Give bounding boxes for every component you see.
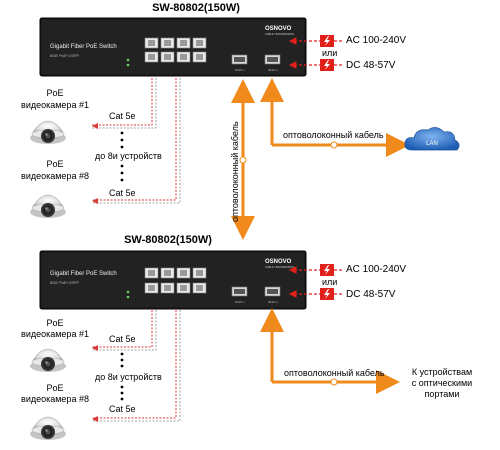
camera-icon: [29, 348, 67, 373]
power-2-ac: AC 100-240V: [346, 264, 406, 275]
power-1-ac: AC 100-240V: [346, 35, 406, 46]
switch-2-panel-sub: 8GE PoE+2SFP: [50, 280, 79, 285]
switch-2-brand-sub: CABLE TRANSMISSION: [265, 265, 294, 269]
camera-1b-label-line1: PoE: [46, 318, 63, 328]
ellipsis-dots: [120, 131, 124, 182]
power-2-dc: DC 48-57V: [346, 289, 396, 300]
switch-2-cat5e-cables: [92, 310, 181, 422]
cat5e-label: Cat 5e: [109, 334, 136, 344]
switch-2-brand: OSNOVO: [265, 259, 292, 265]
camera-8b-label-line2: видеокамера #8: [21, 394, 89, 404]
cat5e-label: Cat 5e: [109, 111, 136, 121]
switch-2-sfp2-label: SFP2 x: [268, 300, 278, 304]
power-1-or: или: [322, 48, 337, 58]
camera-1b-label-line2: видеокамера #1: [21, 329, 89, 339]
switch-1-sfp1-label: SFP1 x: [235, 68, 245, 72]
power-input-1: AC 100-240V или DC 48-57V: [288, 35, 406, 71]
fiber-vertical: [231, 79, 255, 240]
switch-1: Gigabit Fiber PoE Switch 8GE PoE+2SFP OS…: [39, 17, 307, 77]
camera-8-label-line2: видеокамера #8: [21, 171, 89, 181]
switch-2: Gigabit Fiber PoE Switch 8GE PoE+2SFP OS…: [39, 250, 307, 310]
fiber-vertical-label: оптоволоконный кабель: [230, 121, 240, 222]
dest-line3: портами: [425, 389, 460, 399]
camera-icon: [29, 120, 67, 145]
switch-1-brand-sub: CABLE TRANSMISSION: [265, 32, 294, 36]
power-bolt-icon: [320, 288, 334, 300]
switch-2-panel-title: Gigabit Fiber PoE Switch: [50, 271, 117, 277]
dest-line1: К устройствам: [412, 367, 472, 377]
switch-2-sfp1-label: SFP1 x: [235, 300, 245, 304]
power-input-2: AC 100-240V или DC 48-57V: [288, 264, 406, 300]
fiber-bottom-label: оптоволоконный кабель: [284, 368, 385, 378]
cat5e-label: Cat 5e: [109, 404, 136, 414]
switch-1-cat5e-cables: [92, 78, 181, 204]
power-1-dc: DC 48-57V: [346, 60, 396, 71]
power-bolt-icon: [320, 35, 334, 47]
fiber-to-lan: [260, 78, 410, 157]
camera-icon: [29, 194, 67, 219]
fiber-to-devices: [260, 308, 400, 394]
up-to-devices: до 8и устройств: [95, 151, 162, 161]
dest-line2: с оптическими: [412, 378, 472, 388]
power-2-or: или: [322, 277, 337, 287]
fiber-top-label: оптоволоконный кабель: [283, 130, 384, 140]
up-to-devices: до 8и устройств: [95, 372, 162, 382]
switch-1-model: SW-80802(150W): [152, 2, 240, 14]
camera-1-label-line2: видеокамера #1: [21, 100, 89, 110]
switch-1-panel-title: Gigabit Fiber PoE Switch: [50, 44, 117, 50]
power-bolt-icon: [320, 59, 334, 71]
camera-icon: [29, 416, 67, 441]
power-bolt-icon: [320, 264, 334, 276]
camera-1-label-line1: PoE: [46, 88, 63, 98]
switch-1-sfp2-label: SFP2 x: [268, 68, 278, 72]
camera-8-label-line1: PoE: [46, 159, 63, 169]
switch-1-panel-sub: 8GE PoE+2SFP: [50, 53, 79, 58]
switch-2-model: SW-80802(150W): [124, 234, 212, 246]
switch-1-brand: OSNOVO: [265, 26, 292, 32]
ellipsis-dots: [120, 352, 124, 401]
cat5e-label: Cat 5e: [109, 188, 136, 198]
lan-label: LAN: [426, 141, 438, 147]
camera-8b-label-line1: PoE: [46, 383, 63, 393]
lan-cloud-icon: [404, 127, 460, 151]
